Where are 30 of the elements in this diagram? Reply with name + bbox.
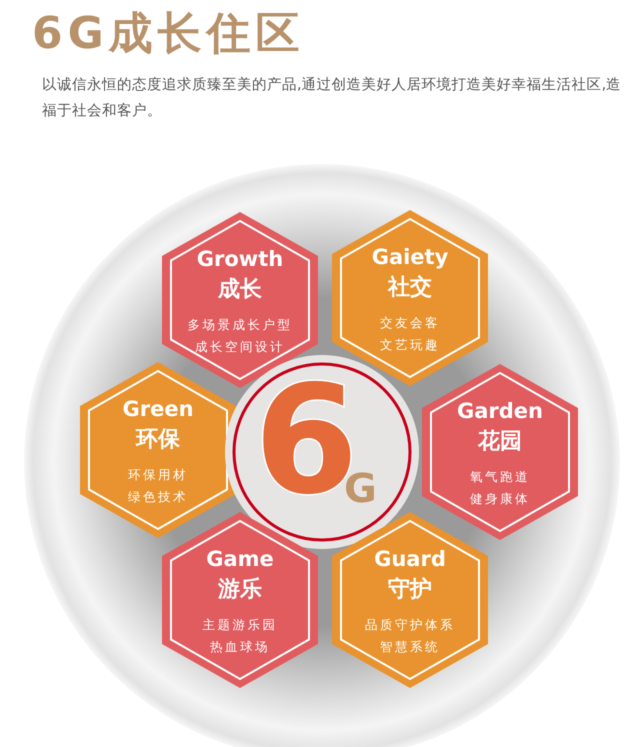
- feature-text: 环保用材: [127, 466, 189, 484]
- feature-text: 多场景成长户型: [186, 316, 294, 334]
- hexagon-tile: [162, 512, 318, 688]
- feature-text: 健身康体: [469, 490, 531, 508]
- chinese-heading: 守护: [387, 576, 433, 604]
- feature-text: 文艺玩趣: [379, 336, 441, 354]
- hexagon-tile: [332, 512, 488, 688]
- chinese-heading: 环保: [134, 426, 181, 454]
- feature-text: 绿色技术: [127, 488, 189, 506]
- english-heading: Green: [121, 396, 195, 423]
- chinese-heading: 成长: [216, 276, 263, 304]
- feature-text: 品质守护体系: [364, 616, 456, 634]
- chinese-heading: 花园: [476, 428, 523, 456]
- feature-text: 主题游乐园: [202, 616, 278, 634]
- description: 以诚信永恒的态度追求质臻至美的产品,通过创造美好人居环境打造美好幸福生活社区,造福于社会和客户。: [42, 76, 622, 121]
- feature-text: 热血球场: [209, 638, 271, 656]
- chinese-heading: 游乐: [216, 576, 263, 604]
- feature-text: 智慧系统: [379, 638, 441, 656]
- title: 6G成长住区: [32, 7, 305, 61]
- english-heading: Garden: [456, 398, 544, 425]
- feature-text: 成长空间设计: [194, 338, 286, 356]
- chinese-heading: 社交: [386, 274, 433, 302]
- english-heading: Gaiety: [370, 244, 450, 271]
- feature-text: 交友会客: [379, 314, 441, 332]
- english-heading: Guard: [373, 546, 447, 573]
- feature-text: 氧气跑道: [469, 468, 531, 486]
- english-heading: Growth: [196, 246, 284, 273]
- hexagon-tile: [422, 364, 578, 540]
- english-heading: Game: [205, 546, 275, 573]
- hexagon-tile: [80, 362, 236, 538]
